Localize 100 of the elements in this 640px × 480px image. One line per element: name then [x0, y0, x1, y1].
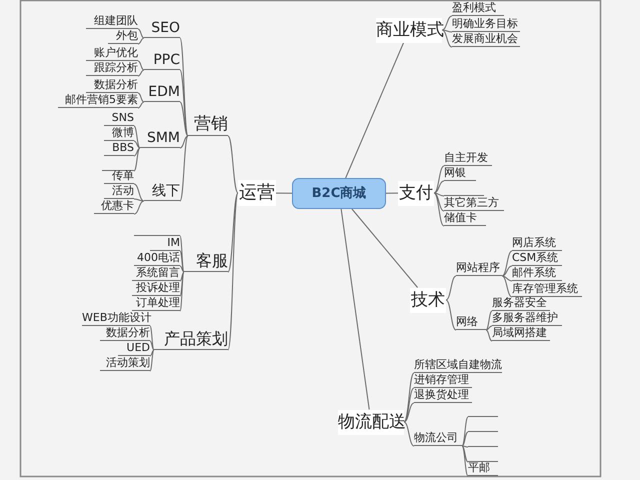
branch-topic: 支付: [398, 180, 434, 206]
connector-line: [486, 326, 492, 330]
branch-topic: 技术: [410, 288, 446, 312]
connector-line: [138, 60, 144, 70]
subtopic-label: SEO: [144, 19, 180, 38]
connector-line: [134, 148, 140, 172]
central-topic-box: B2C商城: [292, 178, 386, 209]
subtopic-label: 储值卡: [444, 210, 486, 226]
connector-line: [150, 326, 154, 350]
connector-line: [486, 330, 492, 342]
connector-line: [502, 276, 512, 298]
subtopic-label: 网络: [456, 314, 486, 330]
connector-line: [180, 272, 184, 312]
connector-line: [446, 276, 456, 300]
connector-line: [276, 192, 292, 194]
connector-line: [442, 16, 452, 30]
subtopic-label: 邮件系统: [512, 265, 562, 281]
connector-line: [345, 42, 404, 178]
connector-line: [180, 70, 188, 136]
subtopic-label: 自主开发: [444, 150, 492, 166]
subtopic-label: 物流公司: [414, 430, 462, 446]
branch-topic: 物流配送: [338, 410, 404, 434]
subtopic-label: WEB功能设计: [82, 310, 150, 326]
connector-line: [150, 350, 154, 372]
subtopic-label: 微博: [104, 125, 134, 141]
subtopic-label: 400电话: [134, 250, 180, 266]
branch-topic: 运营: [238, 180, 276, 206]
connector-line: [462, 416, 468, 446]
branch-topic: 商业模式: [376, 18, 442, 42]
connector-line: [138, 70, 144, 76]
subtopic-label: 网店系统: [512, 235, 562, 251]
connector-line: [462, 432, 468, 446]
subtopic-label: SMM: [140, 129, 180, 148]
connector-line: [340, 208, 370, 410]
connector-line: [434, 192, 444, 196]
connector-line: [351, 208, 418, 288]
connector-line: [404, 402, 414, 422]
connector-line: [180, 136, 188, 202]
subtopic-label: 账户优化: [86, 45, 138, 61]
subtopic-label: 其它第三方: [444, 195, 504, 211]
connector-line: [138, 28, 144, 38]
connector-line: [134, 198, 144, 202]
subtopic-label: 平邮: [468, 460, 498, 476]
subtopic-label: EDM: [144, 83, 180, 102]
connector-line: [180, 38, 188, 136]
connector-line: [150, 340, 154, 350]
connector-line: [134, 200, 144, 214]
subtopic-label: 订单处理: [132, 295, 180, 311]
connector-line: [404, 372, 414, 422]
connector-line: [434, 166, 444, 194]
subtopic-label: 组建团队: [86, 13, 138, 29]
subtopic-label: 产品策划: [154, 329, 228, 350]
connector-line: [434, 192, 444, 226]
connector-line: [134, 148, 140, 156]
connector-line: [404, 388, 414, 422]
subtopic-label: 服务器安全: [492, 295, 550, 311]
subtopic-label: 库存管理系统: [512, 281, 582, 297]
connector-line: [228, 136, 238, 194]
connector-line: [502, 250, 512, 276]
subtopic-label: IM: [150, 235, 180, 251]
connector-line: [134, 140, 140, 148]
connector-line: [462, 446, 468, 462]
connector-line: [486, 310, 492, 330]
subtopic-label: 外包: [108, 28, 138, 44]
subtopic-label: BBS: [104, 140, 134, 156]
subtopic-label: 邮件营销5要素: [58, 92, 138, 108]
connector-line: [138, 92, 144, 102]
connector-line: [446, 300, 456, 330]
subtopic-label: PPC: [144, 51, 180, 70]
connector-line: [442, 30, 452, 48]
subtopic-label: 明确业务目标: [452, 16, 520, 32]
subtopic-label: 投诉处理: [132, 280, 180, 296]
subtopic-label: 网银: [444, 165, 476, 181]
connector-line: [502, 276, 512, 282]
subtopic-label: SNS: [104, 110, 134, 126]
connector-line: [150, 350, 154, 356]
subtopic-label: 网站程序: [456, 260, 502, 276]
connector-line: [404, 422, 414, 446]
subtopic-label: 传单: [104, 168, 134, 184]
subtopic-label: 发展商业机会: [452, 31, 520, 47]
connector-line: [138, 38, 144, 44]
subtopic-label: 退换货处理: [414, 387, 472, 403]
subtopic-label: 客服: [184, 251, 228, 272]
connector-line: [442, 30, 452, 32]
subtopic-label: 线下: [144, 182, 180, 201]
subtopic-label: 数据分析: [86, 77, 138, 93]
connector-line: [180, 136, 188, 148]
connector-line: [228, 192, 238, 350]
subtopic-label: UED: [118, 340, 150, 356]
connector-line: [180, 250, 184, 272]
connector-line: [462, 446, 468, 476]
subtopic-label: 进销存管理: [414, 372, 472, 388]
subtopic-label: 活动策划: [100, 355, 150, 371]
subtopic-label: 跟踪分析: [86, 60, 138, 76]
subtopic-label: 数据分析: [100, 325, 150, 341]
connector-line: [434, 192, 444, 212]
connector-line: [502, 266, 512, 276]
connector-line: [180, 102, 188, 136]
subtopic-label: 营销: [188, 114, 228, 136]
connector-line: [462, 446, 468, 448]
